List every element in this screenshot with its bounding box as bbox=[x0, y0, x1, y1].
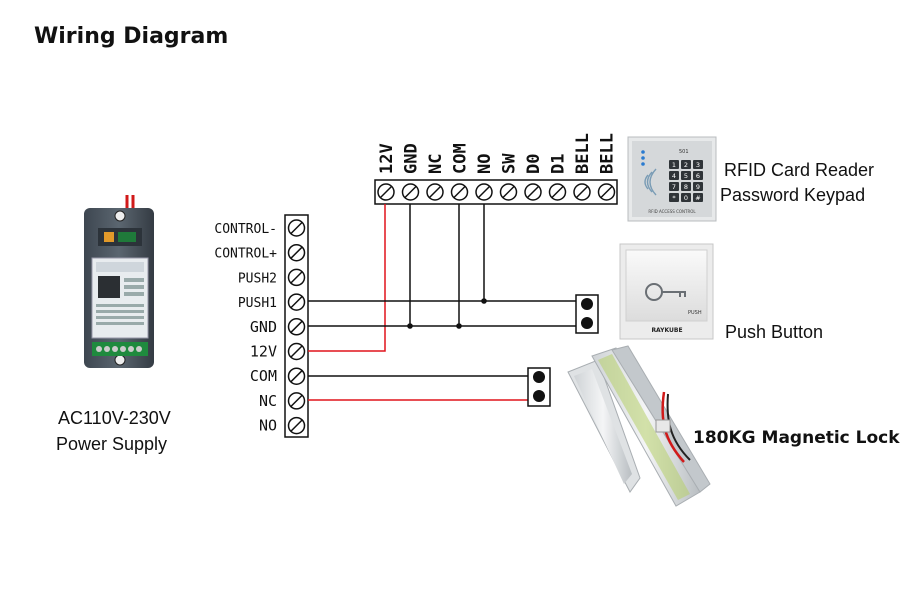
power-terminal-screw bbox=[287, 367, 306, 385]
power-terminal-screw bbox=[287, 268, 306, 287]
svg-text:#: # bbox=[695, 194, 700, 202]
reader-terminal-label: SW bbox=[500, 153, 520, 174]
keypad-key: 7 bbox=[669, 182, 679, 191]
reader-label-line2: Password Keypad bbox=[720, 185, 866, 205]
power-terminal-label: CONTROL+ bbox=[214, 247, 277, 262]
reader-terminal-label: NC bbox=[426, 154, 446, 174]
power-terminal-label: COM bbox=[250, 367, 277, 385]
reader-terminal-label: D0 bbox=[524, 154, 544, 174]
power-terminal-screw bbox=[287, 219, 306, 237]
reader-terminal-label: BELL bbox=[573, 133, 593, 174]
magnetic-lock bbox=[567, 345, 711, 507]
svg-text:4: 4 bbox=[672, 172, 676, 180]
power-terminal-screw bbox=[287, 318, 306, 336]
keypad-key: 2 bbox=[681, 160, 691, 169]
lock-label: 180KG Magnetic Lock bbox=[693, 428, 900, 448]
reader-terminal-label: GND bbox=[402, 143, 422, 174]
reader-terminal-label: COM bbox=[451, 143, 471, 174]
svg-text:7: 7 bbox=[672, 183, 676, 191]
power-terminal-screw bbox=[287, 392, 306, 410]
keypad-key: 4 bbox=[669, 171, 679, 180]
push-brand-text: RAYKUBE bbox=[651, 327, 682, 334]
keypad-key: 1 bbox=[669, 160, 679, 169]
keypad-key: * bbox=[669, 193, 679, 202]
keypad-caption: RFID ACCESS CONTROL bbox=[648, 209, 696, 214]
push-face-text: PUSH bbox=[688, 310, 702, 316]
svg-text:9: 9 bbox=[696, 183, 700, 191]
power-terminal-label: NO bbox=[259, 417, 277, 435]
power-terminal-label: 12V bbox=[250, 343, 277, 361]
keypad-key: 8 bbox=[681, 182, 691, 191]
reader-terminal-screw bbox=[377, 183, 395, 201]
keypad-key: 0 bbox=[681, 193, 691, 202]
power-terminal-screw bbox=[287, 243, 306, 262]
svg-text:*: * bbox=[672, 194, 676, 202]
svg-text:5: 5 bbox=[684, 172, 688, 180]
push-button-device: PUSH RAYKUBE bbox=[619, 243, 714, 340]
power-terminal-label: PUSH2 bbox=[238, 271, 277, 286]
keypad-model-text: 501 bbox=[679, 149, 689, 155]
keypad-key: 9 bbox=[693, 182, 703, 191]
key-icon bbox=[645, 283, 686, 301]
reader-terminal-screw bbox=[475, 183, 493, 201]
reader-terminal-screw bbox=[450, 183, 469, 201]
reader-label-line1: RFID Card Reader bbox=[724, 160, 875, 180]
power-terminal-label: CONTROL- bbox=[214, 222, 277, 237]
reader-terminal-screw bbox=[524, 183, 542, 201]
keypad-key: 3 bbox=[693, 160, 703, 169]
power-terminal-block bbox=[284, 214, 309, 438]
keypad-key: 6 bbox=[693, 171, 703, 180]
power-supply-label-line2: Power Supply bbox=[56, 434, 168, 454]
power-terminal-screw bbox=[287, 416, 306, 435]
power-terminal-screw bbox=[287, 293, 306, 311]
lock-connector bbox=[527, 367, 551, 407]
power-supply-label-line1: AC110V-230V bbox=[58, 408, 171, 428]
reader-terminal-screw bbox=[597, 183, 616, 201]
reader-terminal-screw bbox=[426, 183, 444, 201]
reader-terminal-screw bbox=[499, 183, 518, 201]
svg-text:6: 6 bbox=[696, 172, 700, 180]
wire-12v bbox=[308, 204, 386, 352]
power-terminal-label: GND bbox=[250, 318, 277, 336]
keypad-key: 5 bbox=[681, 171, 691, 180]
reader-terminal-label: BELL bbox=[598, 133, 618, 174]
power-supply-unit bbox=[84, 195, 154, 368]
power-terminal-screw bbox=[287, 342, 306, 361]
svg-text:3: 3 bbox=[696, 161, 700, 169]
push-button-connector bbox=[575, 294, 599, 334]
push-button-label: Push Button bbox=[725, 322, 824, 342]
power-terminal-label: PUSH1 bbox=[238, 296, 277, 311]
reader-terminal-label: D1 bbox=[549, 154, 569, 174]
reader-terminal-block bbox=[374, 179, 618, 205]
reader-terminal-screw bbox=[573, 183, 591, 201]
reader-terminal-screw bbox=[401, 183, 420, 201]
svg-text:2: 2 bbox=[684, 161, 688, 169]
page-title: Wiring Diagram bbox=[34, 24, 229, 49]
reader-terminal-label: 12V bbox=[377, 143, 397, 174]
reader-terminal-screw bbox=[548, 183, 567, 201]
svg-text:0: 0 bbox=[684, 194, 688, 202]
wires bbox=[308, 204, 578, 401]
power-terminal-label: NC bbox=[259, 392, 277, 410]
svg-text:8: 8 bbox=[684, 183, 688, 191]
svg-text:1: 1 bbox=[672, 161, 676, 169]
reader-terminal-label: NO bbox=[475, 154, 495, 174]
keypad-key: # bbox=[693, 193, 703, 202]
